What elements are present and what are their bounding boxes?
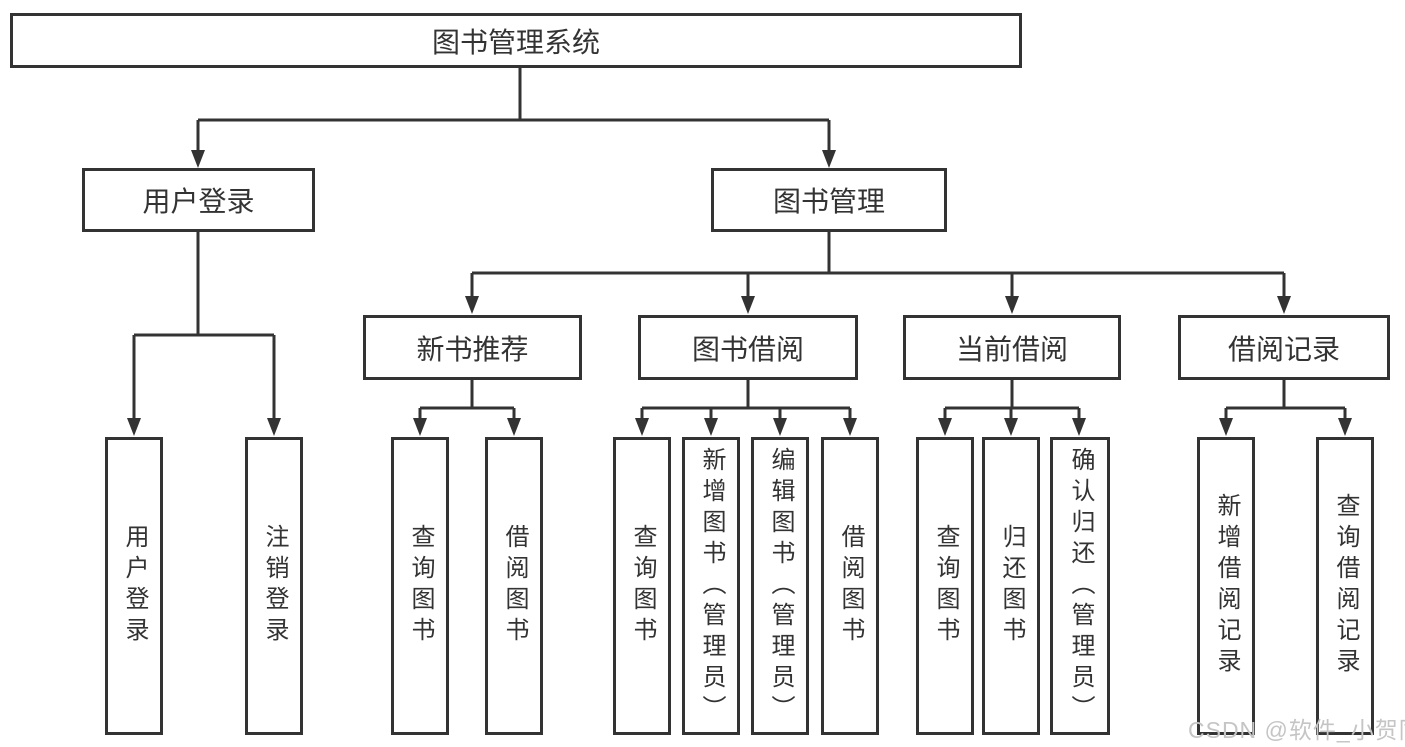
node-current-borrowing: 当前借阅 (903, 315, 1121, 380)
leaf-query-books-borrowing: 查询图书 (613, 437, 671, 735)
node-borrowing-records: 借阅记录 (1178, 315, 1390, 380)
node-book-borrowing: 图书借阅 (638, 315, 858, 380)
csdn-watermark: CSDN @软件_小贺同学 (1188, 717, 1405, 743)
leaf-add-borrow-record: 新增借阅记录 (1197, 437, 1255, 735)
leaf-borrow-books-recommend: 借阅图书 (485, 437, 543, 735)
leaf-confirm-return-admin: 确认归还（管理员） (1050, 437, 1110, 735)
leaf-logout: 注销登录 (245, 437, 303, 735)
leaf-add-book-admin: 新增图书（管理员） (682, 437, 740, 735)
leaf-query-books-recommend: 查询图书 (391, 437, 449, 735)
leaf-query-borrow-record: 查询借阅记录 (1316, 437, 1374, 735)
node-library-system: 图书管理系统 (10, 13, 1022, 68)
leaf-query-books-current: 查询图书 (916, 437, 974, 735)
leaf-return-books: 归还图书 (982, 437, 1040, 735)
node-new-book-recommend: 新书推荐 (363, 315, 582, 380)
node-book-management: 图书管理 (711, 168, 947, 232)
node-user-login: 用户登录 (82, 168, 315, 232)
leaf-edit-book-admin: 编辑图书（管理员） (751, 437, 809, 735)
leaf-user-login: 用户登录 (105, 437, 163, 735)
leaf-borrow-books-borrowing: 借阅图书 (821, 437, 879, 735)
